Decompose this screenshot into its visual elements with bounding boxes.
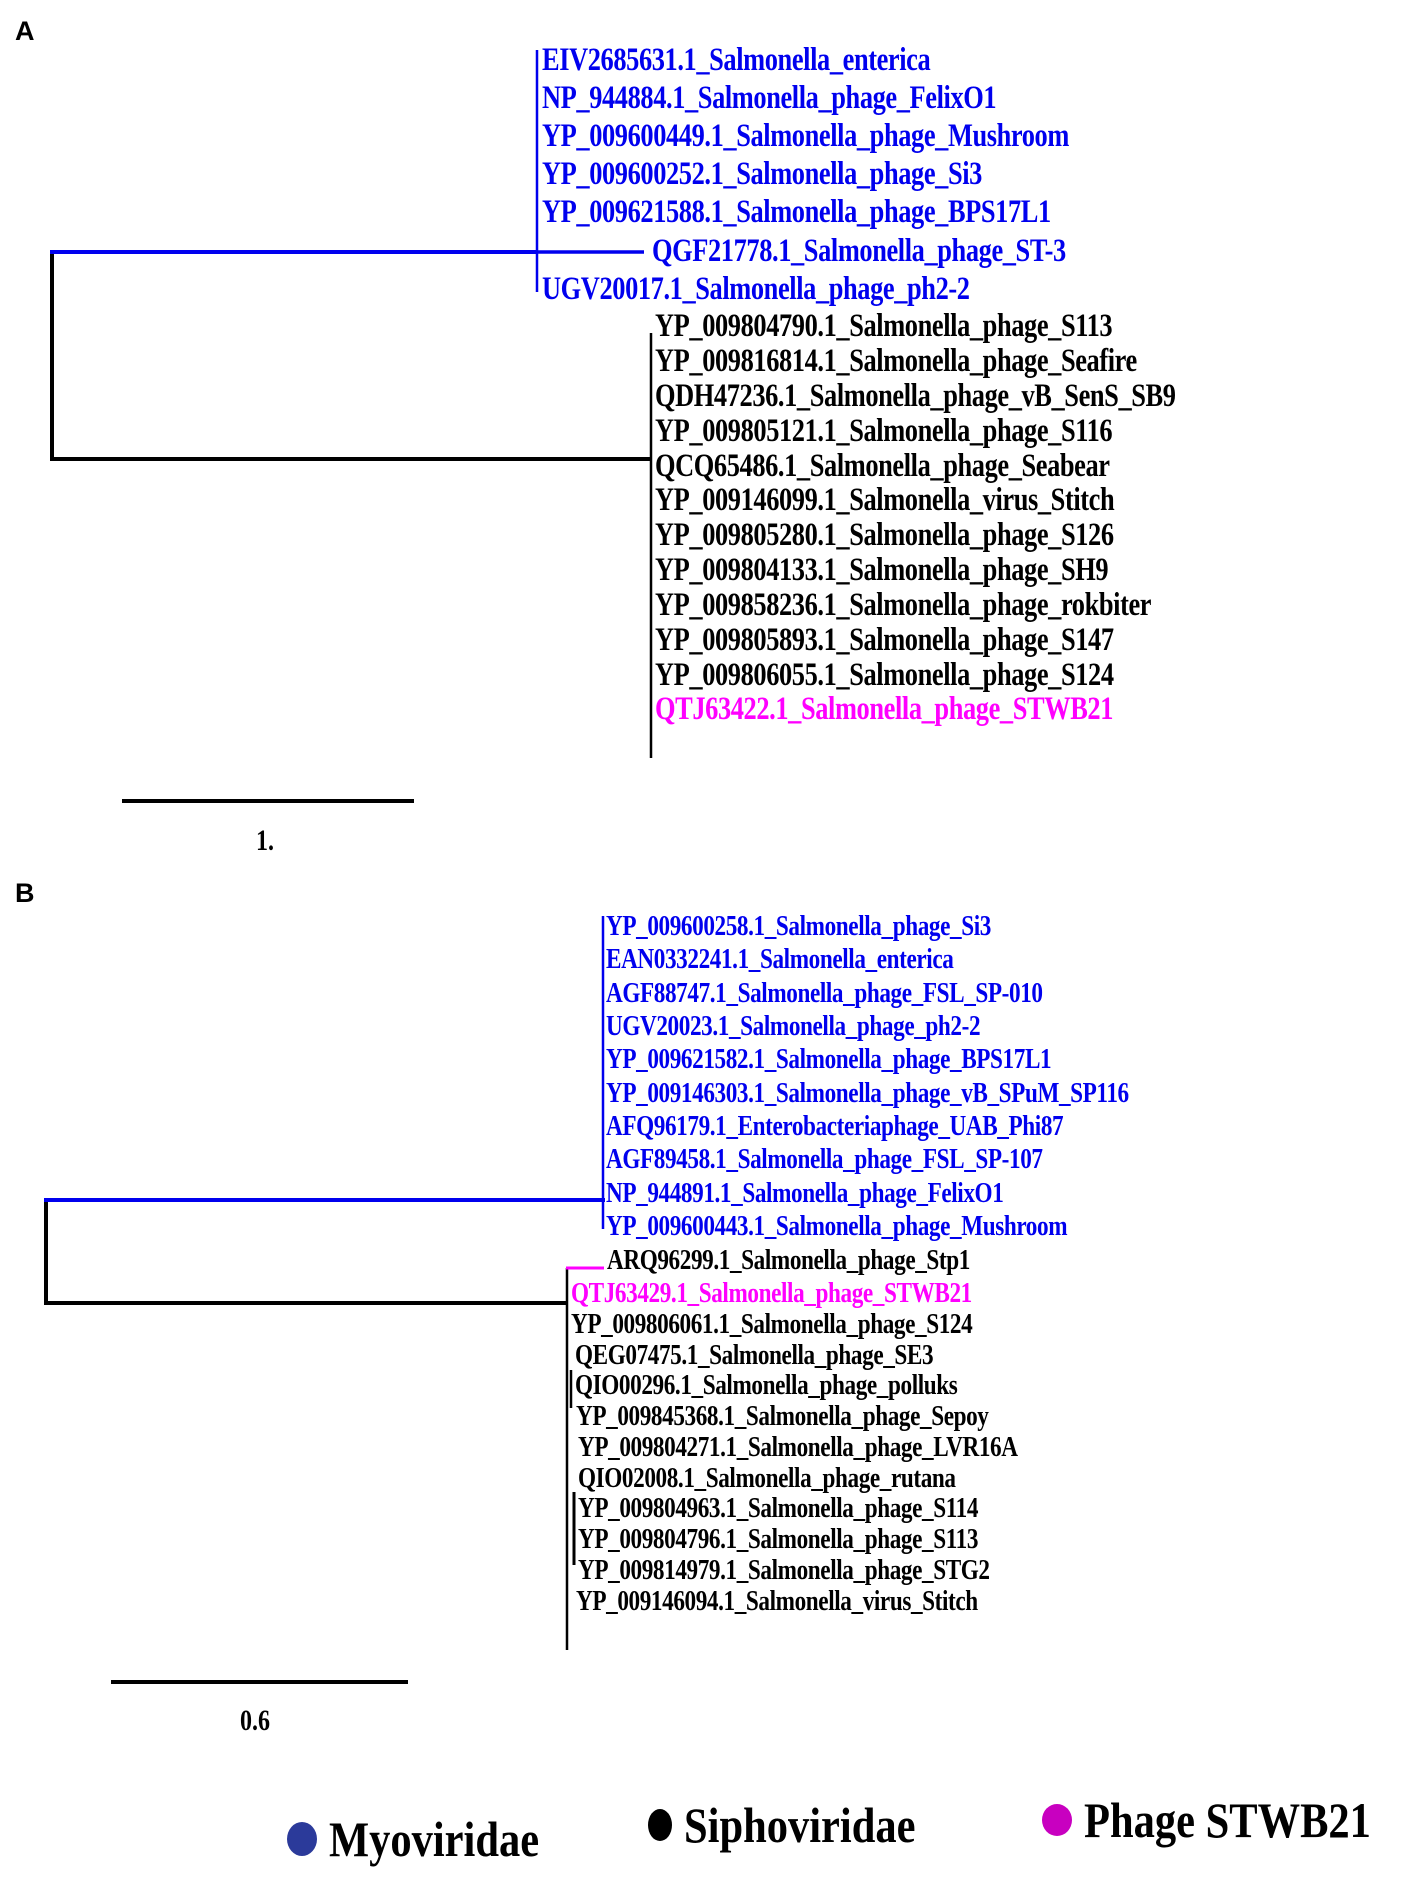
leaf-label: YP_009806061.1_Salmonella_phage_S124 [571,1308,973,1340]
leaf-label: YP_009804271.1_Salmonella_phage_LVR16A [578,1431,1018,1463]
tree-a-branches [50,50,653,803]
leaf-label: YP_009804796.1_Salmonella_phage_S113 [578,1523,979,1555]
leaf-label: QGF21778.1_Salmonella_phage_ST-3 [652,233,1066,269]
leaf-label: YP_009814979.1_Salmonella_phage_STG2 [578,1554,990,1586]
legend-dot-siphoviridae-icon [648,1809,672,1841]
leaf-label: UGV20017.1_Salmonella_phage_ph2-2 [542,271,970,307]
leaf-label: QIO02008.1_Salmonella_phage_rutana [578,1462,956,1494]
leaf-label: EAN0332241.1_Salmonella_enterica [606,943,954,975]
leaf-label: UGV20023.1_Salmonella_phage_ph2-2 [606,1010,981,1042]
leaf-label: YP_009805280.1_Salmonella_phage_S126 [655,517,1114,553]
leaf-label: YP_009621582.1_Salmonella_phage_BPS17L1 [606,1043,1052,1075]
leaf-label: QTJ63422.1_Salmonella_phage_STWB21 [655,691,1114,727]
leaf-label: YP_009146099.1_Salmonella_virus_Stitch [655,482,1115,518]
legend-label: Phage STWB21 [1084,1792,1371,1848]
panel-a-letter: A [15,16,35,46]
leaf-label: NP_944891.1_Salmonella_phage_FelixO1 [606,1177,1004,1209]
leaf-label: YP_009600258.1_Salmonella_phage_Si3 [606,910,991,942]
leaf-label: YP_009600449.1_Salmonella_phage_Mushroom [542,118,1069,154]
leaf-label: YP_009804133.1_Salmonella_phage_SH9 [655,552,1109,588]
leaf-label: YP_009600252.1_Salmonella_phage_Si3 [542,156,982,192]
scale-bar-b-label: 0.6 [240,1704,270,1737]
leaf-label: AGF89458.1_Salmonella_phage_FSL_SP-107 [606,1143,1043,1175]
leaf-label: QTJ63429.1_Salmonella_phage_STWB21 [571,1277,972,1309]
leaf-label: QEG07475.1_Salmonella_phage_SE3 [575,1339,934,1371]
leaf-label: YP_009600443.1_Salmonella_phage_Mushroom [606,1210,1068,1242]
leaf-label: EIV2685631.1_Salmonella_enterica [542,42,931,78]
legend-item-stwb21: Phage STWB21 [1042,1795,1421,1845]
leaf-label: YP_009806055.1_Salmonella_phage_S124 [655,657,1114,693]
leaf-label: YP_009804963.1_Salmonella_phage_S114 [578,1492,979,1524]
tree-b-branches [44,916,605,1684]
legend-item-myoviridae: Myoviridae [287,1814,576,1864]
legend-label: Myoviridae [329,1811,540,1867]
leaf-label: YP_009805893.1_Salmonella_phage_S147 [655,622,1114,658]
scale-bar-a-label: 1. [256,824,274,857]
legend-label: Siphoviridae [684,1797,916,1853]
leaf-label: YP_009858236.1_Salmonella_phage_rokbiter [655,587,1152,623]
leaf-label: AGF88747.1_Salmonella_phage_FSL_SP-010 [606,977,1043,1009]
panel-b-letter: B [15,878,35,908]
leaf-label: YP_009146094.1_Salmonella_virus_Stitch [576,1585,978,1617]
leaf-label: QIO00296.1_Salmonella_phage_polluks [575,1369,958,1401]
leaf-label: ARQ96299.1_Salmonella_phage_Stp1 [607,1244,970,1276]
leaf-label: YP_009845368.1_Salmonella_phage_Sepoy [576,1400,989,1432]
legend-item-siphoviridae: Siphoviridae [648,1800,956,1850]
leaf-label: AFQ96179.1_Enterobacteriaphage_UAB_Phi87 [606,1110,1064,1142]
leaf-label: YP_009804790.1_Salmonella_phage_S113 [655,308,1113,344]
leaf-label: YP_009621588.1_Salmonella_phage_BPS17L1 [542,194,1051,230]
leaf-label: QDH47236.1_Salmonella_phage_vB_SenS_SB9 [655,378,1176,414]
leaf-label: QCQ65486.1_Salmonella_phage_Seabear [655,448,1110,484]
leaf-label: YP_009146303.1_Salmonella_phage_vB_SPuM_… [606,1077,1129,1109]
legend-dot-myoviridae-icon [287,1822,317,1856]
leaf-label: NP_944884.1_Salmonella_phage_FelixO1 [542,80,997,116]
legend-dot-stwb21-icon [1042,1804,1072,1836]
leaf-label: YP_009805121.1_Salmonella_phage_S116 [655,413,1113,449]
leaf-label: YP_009816814.1_Salmonella_phage_Seafire [655,343,1137,379]
